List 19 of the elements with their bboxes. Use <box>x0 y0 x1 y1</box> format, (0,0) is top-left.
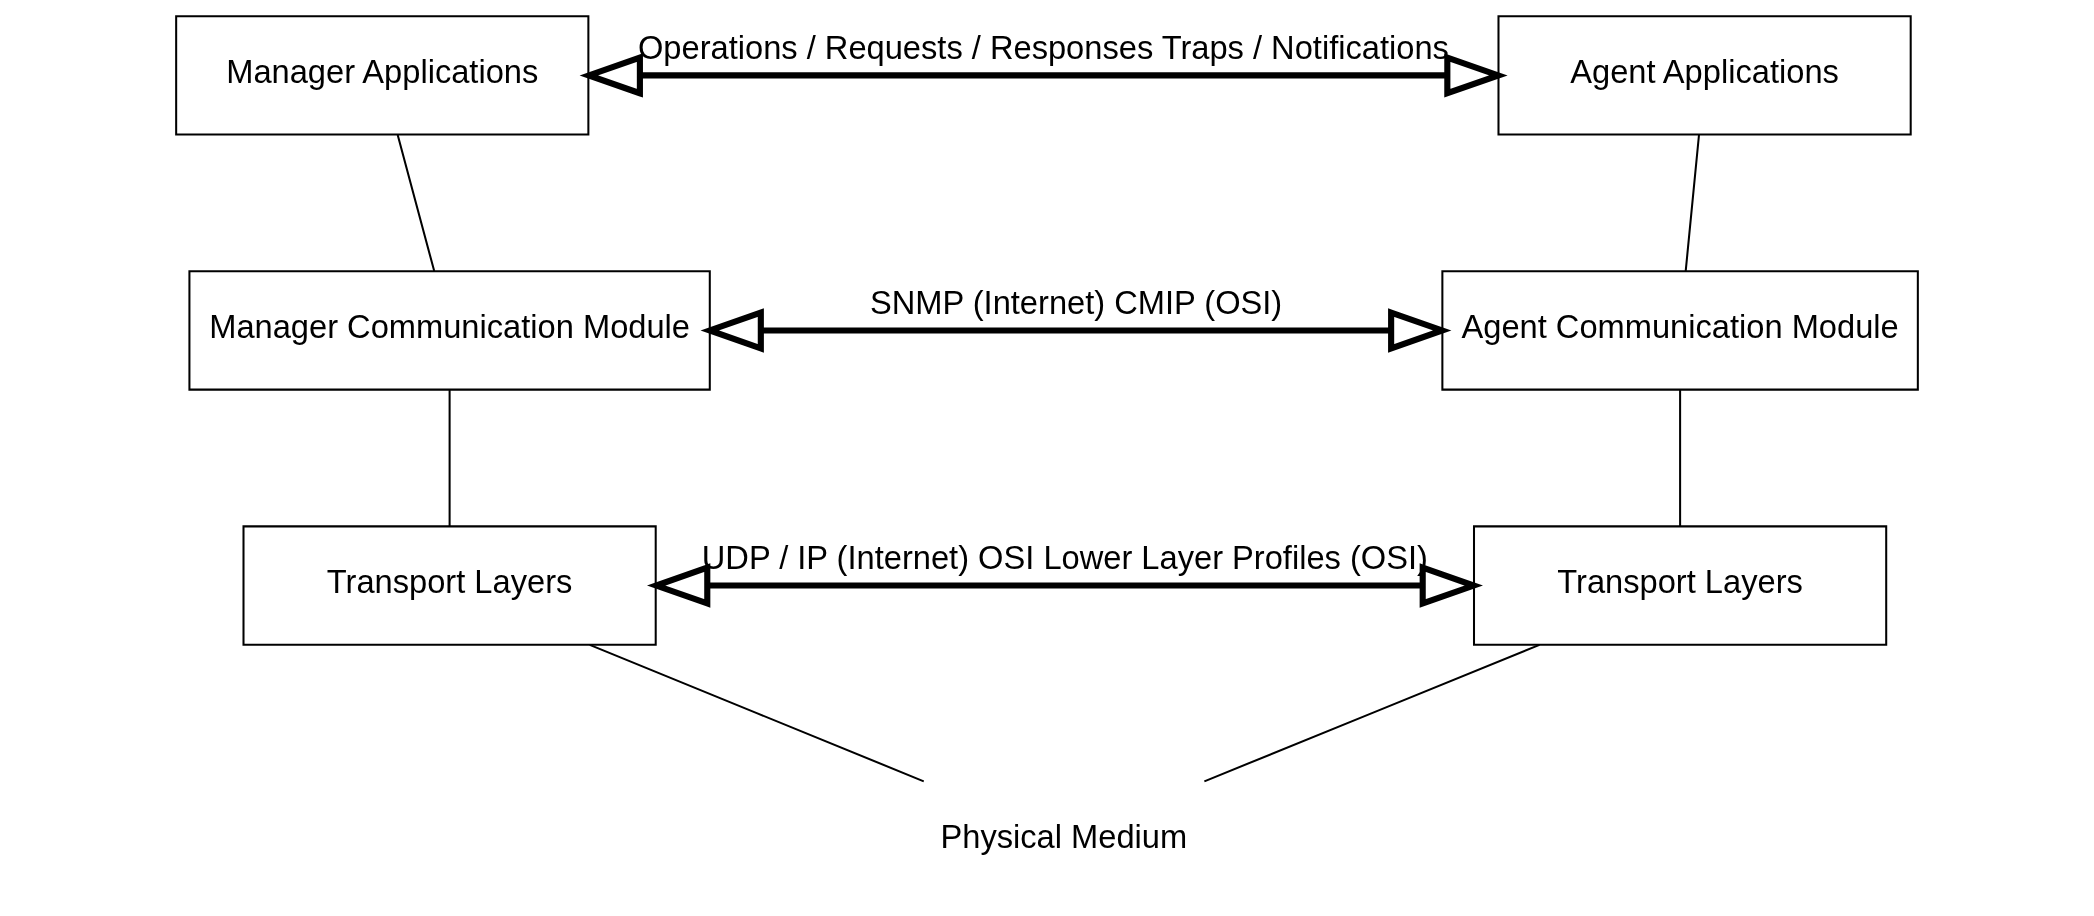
connector <box>1684 134 1700 272</box>
edge-label: SNMP (Internet) CMIP (OSI) <box>869 283 1283 321</box>
node-box: Agent Communication Module <box>1441 270 1919 391</box>
edge-label: UDP / IP (Internet) OSI Lower Layer Profiles (OSI) <box>701 538 1428 576</box>
node-box: Manager Applications <box>175 15 590 136</box>
arrow <box>579 53 1508 98</box>
connector <box>448 390 451 527</box>
connector <box>396 134 436 272</box>
arrow <box>700 308 1452 353</box>
node-box: Transport Layers <box>1473 525 1888 646</box>
connector <box>1204 643 1540 783</box>
node-box: Manager Communication Module <box>188 270 711 391</box>
arrow <box>647 563 1483 608</box>
connector <box>589 643 925 783</box>
node-box: Transport Layers <box>242 525 657 646</box>
node-box: Agent Applications <box>1497 15 1912 136</box>
node-text: Physical Medium <box>940 818 1188 856</box>
edge-label: Operations / Requests / Responses Traps / Notifications <box>637 28 1449 66</box>
connector <box>1679 390 1682 527</box>
